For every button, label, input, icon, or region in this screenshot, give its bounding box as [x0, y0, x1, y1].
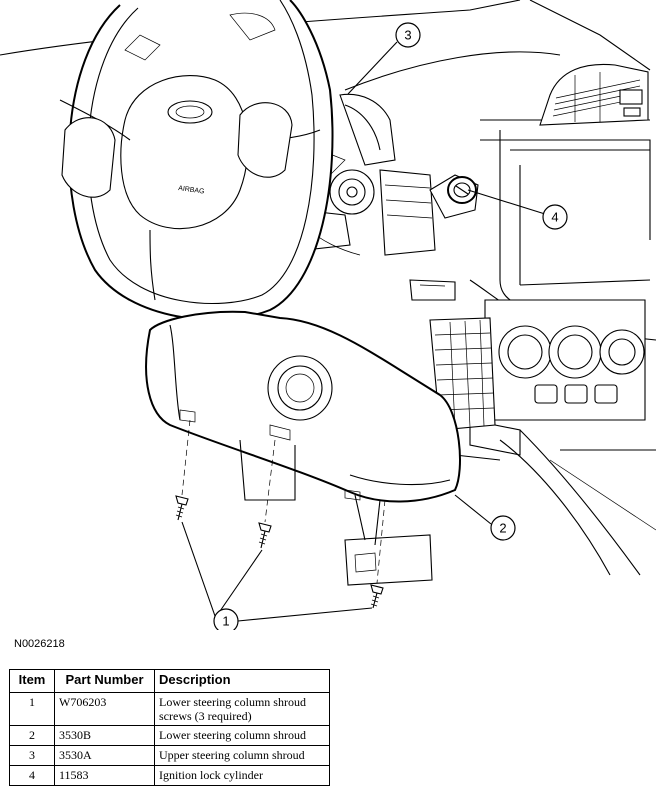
callout-3: 3 — [395, 22, 421, 48]
table-row: 3 3530A Upper steering column shroud — [9, 745, 330, 766]
row-part-number: 3530A — [54, 745, 155, 766]
shroud-screw-middle — [258, 439, 276, 549]
airbag-label: AIRBAG — [178, 185, 205, 196]
callout-2-label: 2 — [499, 521, 506, 536]
callout-4: 4 — [542, 204, 568, 230]
callout-1: 1 — [213, 608, 239, 630]
header-item: Item — [9, 669, 55, 693]
row-part-number: 3530B — [54, 725, 155, 746]
ignition-lock-cylinder — [429, 174, 479, 219]
row-description: Ignition lock cylinder — [154, 765, 330, 786]
row-description: Upper steering column shroud — [154, 745, 330, 766]
row-item: 3 — [9, 745, 55, 766]
table-row: 2 3530B Lower steering column shroud — [9, 725, 330, 746]
table-row: 1 W706203 Lower steering column shroud s… — [9, 692, 330, 726]
air-vent — [539, 63, 649, 126]
shroud-screw-left — [175, 419, 191, 521]
callout-2: 2 — [490, 515, 516, 541]
row-item: 2 — [9, 725, 55, 746]
lower-steering-column-shroud — [145, 310, 461, 503]
header-description: Description — [154, 669, 330, 693]
row-description: Lower steering column shroud — [154, 725, 330, 746]
row-item: 4 — [9, 765, 55, 786]
callout-4-label: 4 — [551, 210, 558, 225]
row-part-number: 11583 — [54, 765, 155, 786]
header-part-number: Part Number — [54, 669, 155, 693]
table-row: 4 11583 Ignition lock cylinder — [9, 765, 330, 786]
parts-table: Item Part Number Description 1 W706203 L… — [9, 669, 330, 786]
steering-column-illustration: AIRBAG — [0, 0, 656, 630]
figure-id: N0026218 — [14, 638, 65, 650]
column-lower-hardware — [239, 439, 433, 586]
climate-control-panel — [484, 299, 646, 421]
shroud-screw-right — [370, 499, 386, 609]
row-item: 1 — [9, 692, 55, 726]
callout-3-label: 3 — [404, 28, 411, 43]
table-header-row: Item Part Number Description — [9, 669, 330, 693]
steering-wheel: AIRBAG — [59, 0, 334, 321]
callout-1-label: 1 — [222, 614, 229, 629]
row-part-number: W706203 — [54, 692, 155, 726]
row-description: Lower steering column shroud screws (3 r… — [154, 692, 330, 726]
callout-leaders — [181, 41, 546, 622]
